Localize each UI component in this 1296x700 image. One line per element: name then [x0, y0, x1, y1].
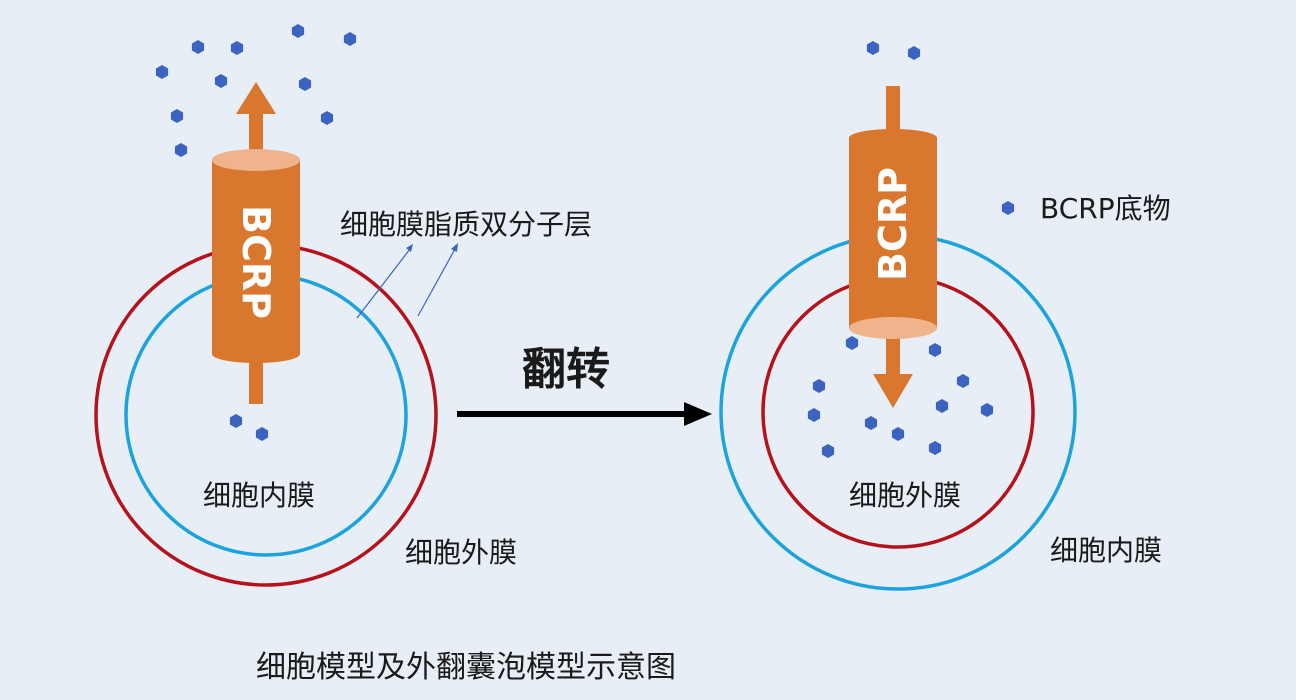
- substrate-dot: [230, 41, 244, 55]
- left-bcrp-transporter: BCRP: [212, 149, 300, 363]
- left-inner-membrane-label: 细胞内膜: [203, 479, 315, 512]
- left-outer-membrane-label: 细胞外膜: [405, 536, 517, 569]
- substrate-dot: [214, 74, 228, 88]
- flip-arrow-head-icon: [684, 402, 712, 426]
- right-outer-membrane-label: 细胞内膜: [1050, 534, 1162, 567]
- substrate-dot: [191, 40, 205, 54]
- substrate-dot: [291, 24, 305, 38]
- legend: BCRP底物: [1001, 192, 1171, 225]
- substrate-dot: [807, 408, 821, 422]
- left-cell-model: BCRP: [94, 24, 592, 587]
- substrate-dot: [928, 343, 942, 357]
- flip-transition: 翻转: [457, 344, 712, 426]
- substrate-dot: [928, 441, 942, 455]
- lipid-bilayer-label: 细胞膜脂质双分子层: [340, 208, 592, 241]
- right-vesicle-model: BCRP 细胞外膜 细胞内膜: [719, 41, 1162, 591]
- substrate-dot: [907, 46, 921, 60]
- substrate-dot: [812, 379, 826, 393]
- substrate-dot: [956, 374, 970, 388]
- substrate-dot: [174, 143, 188, 157]
- diagram-caption: 细胞模型及外翻囊泡模型示意图: [256, 650, 676, 685]
- substrate-dot: [980, 403, 994, 417]
- left-bcrp-label: BCRP: [234, 205, 278, 319]
- substrate-dot: [255, 427, 269, 441]
- membrane-pointer-lines: [356, 243, 458, 319]
- right-substrates-inside: [807, 336, 994, 458]
- substrate-dot: [891, 427, 905, 441]
- substrate-legend-icon: [1001, 201, 1015, 215]
- legend-substrate-label: BCRP底物: [1040, 192, 1171, 225]
- substrate-dot: [155, 65, 169, 79]
- right-bcrp-label: BCRP: [871, 167, 915, 281]
- left-substrates-inside: [229, 414, 269, 441]
- right-bcrp-transporter: BCRP: [849, 129, 937, 339]
- substrate-dot: [229, 414, 243, 428]
- substrate-dot: [320, 111, 334, 125]
- substrate-dot: [343, 32, 357, 46]
- substrate-dot: [298, 77, 312, 91]
- substrate-dot: [821, 444, 835, 458]
- left-substrates-outside: [155, 24, 357, 157]
- flip-label: 翻转: [522, 344, 610, 395]
- right-substrates-outside: [866, 41, 921, 60]
- substrate-dot: [866, 41, 880, 55]
- substrate-dot: [170, 109, 184, 123]
- right-inner-membrane-label: 细胞外膜: [849, 479, 961, 512]
- substrate-dot: [845, 336, 859, 350]
- substrate-dot: [935, 399, 949, 413]
- substrate-dot: [864, 416, 878, 430]
